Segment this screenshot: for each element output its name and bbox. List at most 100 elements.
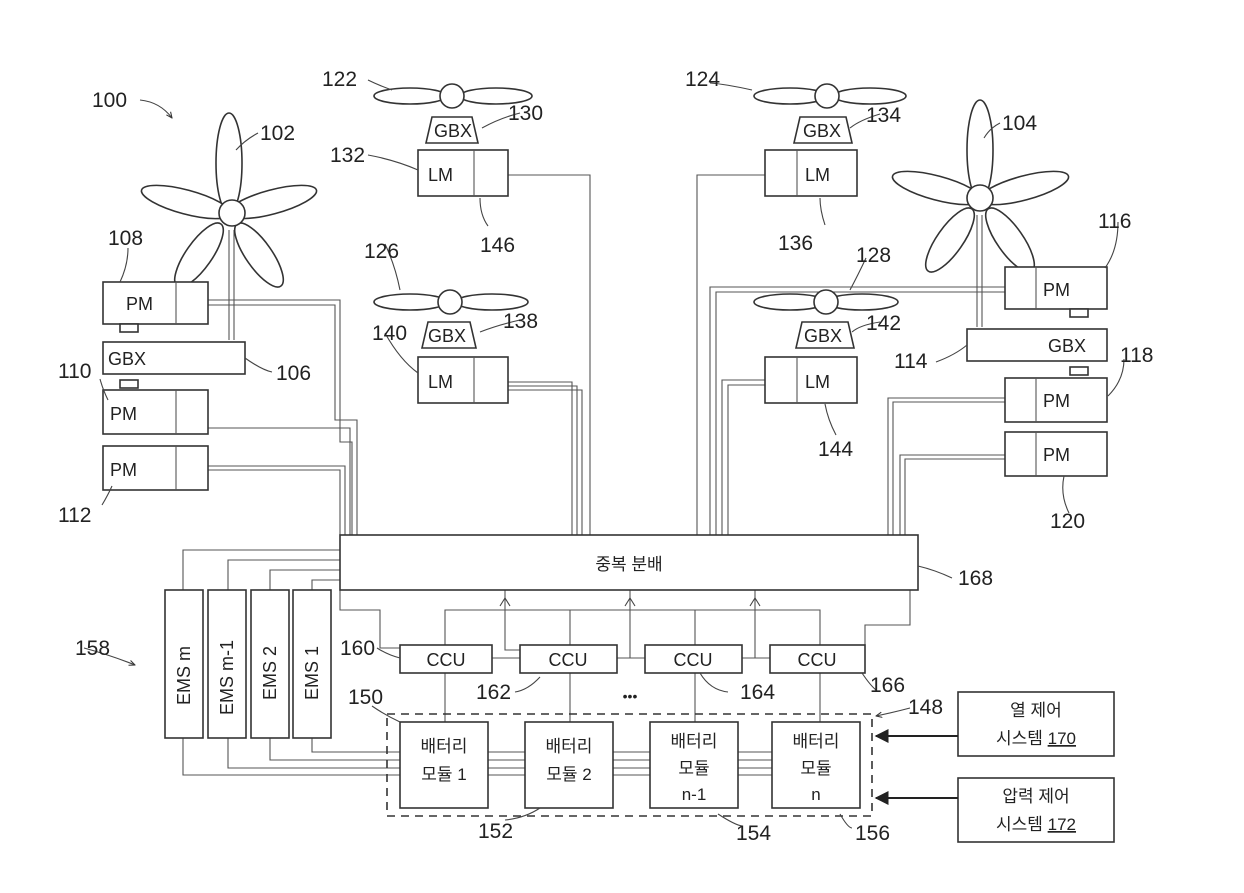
ems-group: EMS m EMS m-1 EMS 2 EMS 1 <box>165 590 331 738</box>
pressure-line2: 시스템 172 <box>996 815 1076 834</box>
battery-2-line1: 배터리 <box>546 737 593 756</box>
left-propulsor: PM GBX PM PM <box>103 113 320 490</box>
battery-n1-line1: 배터리 <box>671 732 718 751</box>
ref-146: 146 <box>480 234 515 257</box>
ems-2: EMS 2 <box>251 590 289 738</box>
ref-102: 102 <box>260 122 295 145</box>
ref-124: 124 <box>685 68 720 91</box>
ref-116: 116 <box>1098 210 1131 233</box>
thermal-line1: 열 제어 <box>1010 701 1062 720</box>
pm-112-label: PM <box>110 460 137 480</box>
ref-112: 112 <box>58 504 91 527</box>
coupling <box>1070 367 1088 375</box>
pressure-line1: 압력 제어 <box>1002 787 1069 806</box>
ccu-160-label: CCU <box>427 650 466 670</box>
battery-module-n: 배터리 모듈 n <box>772 722 860 808</box>
ref-158: 158 <box>75 637 110 660</box>
battery-n1-line3: n-1 <box>682 785 707 804</box>
battery-n-line1: 배터리 <box>793 732 840 751</box>
gbx-130-label: GBX <box>434 121 472 141</box>
ref-150: 150 <box>348 686 383 709</box>
ref-110: 110 <box>58 360 91 383</box>
coupling <box>120 324 138 332</box>
battery-1-line1: 배터리 <box>421 737 468 756</box>
pm-118: PM <box>1005 378 1107 422</box>
coupling <box>120 380 138 388</box>
pm-108: PM <box>103 282 208 324</box>
gbx-114-label: GBX <box>1048 336 1086 356</box>
ref-122: 122 <box>322 68 357 91</box>
pm-116: PM <box>1005 267 1107 309</box>
gbx-106-label: GBX <box>108 349 146 369</box>
gbx-106: GBX <box>103 342 245 374</box>
lift-rotor-124: GBX LM <box>754 84 906 196</box>
lm-140-label: LM <box>428 372 453 392</box>
ref-164: 164 <box>740 681 775 704</box>
coupling <box>1070 309 1088 317</box>
gbx-142-label: GBX <box>804 326 842 346</box>
battery-module-n-1: 배터리 모듈 n-1 <box>650 722 738 808</box>
battery-system: 배터리 모듈 1 배터리 모듈 2 배터리 모듈 n-1 배터리 모듈 n <box>387 714 872 816</box>
distribution-label: 중복 분배 <box>595 555 662 574</box>
ems-m-1: EMS m-1 <box>208 590 246 738</box>
ref-114: 114 <box>894 350 928 373</box>
battery-1-line2: 모듈 1 <box>421 765 466 784</box>
pm-108-label: PM <box>126 294 153 314</box>
pressure-control-system: 압력 제어 시스템 172 <box>876 778 1114 842</box>
lm-132-label: LM <box>428 165 453 185</box>
ref-138: 138 <box>503 310 538 333</box>
ref-120: 120 <box>1050 510 1085 533</box>
lift-rotor-122: GBX LM <box>374 84 532 196</box>
ems-m-label: EMS m <box>174 646 194 705</box>
ref-160: 160 <box>340 637 375 660</box>
ref-168: 168 <box>958 567 993 590</box>
propeller-104 <box>889 100 1071 279</box>
ref-136: 136 <box>778 232 813 255</box>
lm-136-label: LM <box>805 165 830 185</box>
battery-n-line3: n <box>811 785 820 804</box>
ems-1: EMS 1 <box>293 590 331 738</box>
ems-1-label: EMS 1 <box>302 646 322 700</box>
pm-118-label: PM <box>1043 391 1070 411</box>
battery-n1-line2: 모듈 <box>678 759 709 778</box>
pm-116-label: PM <box>1043 280 1070 300</box>
ref-132: 132 <box>330 144 365 167</box>
ref-118: 118 <box>1120 344 1153 367</box>
ems-2-label: EMS 2 <box>260 646 280 700</box>
ccu-164: CCU <box>645 645 742 673</box>
ems-m: EMS m <box>165 590 203 738</box>
ref-106: 106 <box>276 362 311 385</box>
ellipsis: ••• <box>623 688 638 704</box>
ems-m-1-label: EMS m-1 <box>217 640 237 715</box>
ref-148: 148 <box>908 696 943 719</box>
ccu-164-label: CCU <box>674 650 713 670</box>
ccu-160: CCU <box>400 645 492 673</box>
ccu-166-label: CCU <box>798 650 837 670</box>
ccu-162: CCU <box>520 645 617 673</box>
pm-110-label: PM <box>110 404 137 424</box>
ref-152: 152 <box>478 820 513 843</box>
ccu-166: CCU <box>770 645 865 673</box>
ref-154: 154 <box>736 822 771 845</box>
battery-module-1: 배터리 모듈 1 <box>400 722 488 808</box>
ref-134: 134 <box>866 104 901 127</box>
gbx-114: GBX <box>967 329 1107 361</box>
ref-104: 104 <box>1002 112 1037 135</box>
lift-rotor-128: GBX LM <box>754 290 898 403</box>
ref-128: 128 <box>856 244 891 267</box>
gbx-134-label: GBX <box>803 121 841 141</box>
gbx-138-label: GBX <box>428 326 466 346</box>
battery-2-line2: 모듈 2 <box>546 765 591 784</box>
ref-156: 156 <box>855 822 890 845</box>
ref-144: 144 <box>818 438 853 461</box>
ref-100: 100 <box>92 89 127 112</box>
ref-108: 108 <box>108 227 143 250</box>
pm-112: PM <box>103 446 208 490</box>
lm-144-label: LM <box>805 372 830 392</box>
redundant-distribution: 중복 분배 <box>340 535 918 606</box>
ref-140: 140 <box>372 322 407 345</box>
battery-module-2: 배터리 모듈 2 <box>525 722 613 808</box>
ref-166: 166 <box>870 674 905 697</box>
ccu-162-label: CCU <box>549 650 588 670</box>
pm-120: PM <box>1005 432 1107 476</box>
